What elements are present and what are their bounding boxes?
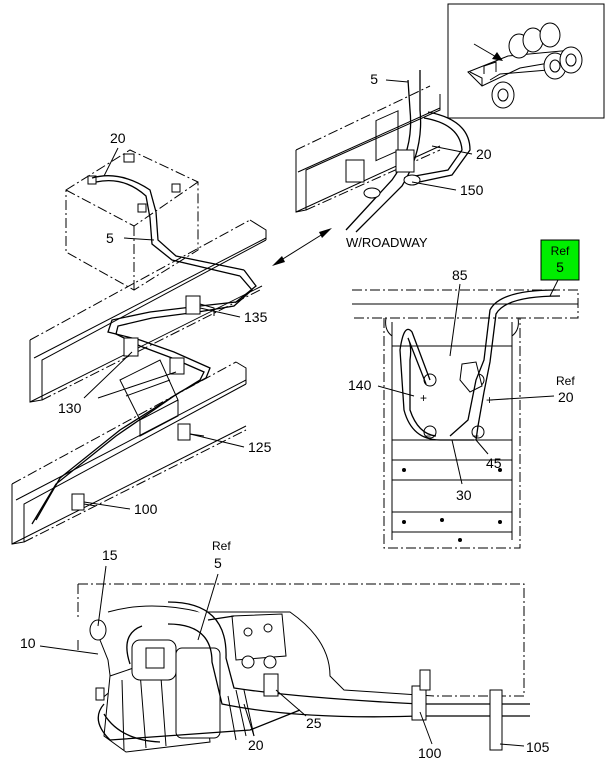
starter-detail (77, 583, 530, 753)
callout-labels: 5 20 150 W/ROADWAY 20 5 135 130 125 100 … (20, 71, 575, 761)
callout-125: 125 (248, 439, 272, 455)
svg-text:−: − (424, 429, 431, 443)
ref-20-label: Ref (556, 374, 575, 388)
callout-30: 30 (456, 487, 472, 503)
battery-box (65, 149, 245, 291)
svg-text:+: + (420, 391, 427, 405)
main-frame-rail (29, 219, 267, 403)
svg-text:−: − (472, 429, 479, 443)
callout-150: 150 (460, 182, 484, 198)
callout-20-battery: 20 (110, 130, 126, 146)
callout-130: 130 (58, 400, 82, 416)
callout-10: 10 (20, 635, 36, 651)
svg-text:+: + (486, 393, 493, 407)
location-arrow-icon (473, 43, 503, 61)
ref-20-value: 20 (558, 389, 574, 405)
highlight-ref-label: Ref (551, 244, 570, 258)
lower-frame-rail (11, 361, 247, 545)
callout-20-bottom: 20 (248, 737, 264, 753)
callout-45: 45 (486, 455, 502, 471)
highlight-ref-value: 5 (556, 259, 564, 275)
cross-member (119, 359, 179, 437)
frame-cables (31, 269, 257, 525)
callout-100-bottom: 100 (418, 745, 442, 761)
callout-105: 105 (526, 739, 550, 755)
highlighted-ref-5[interactable]: Ref 5 (540, 239, 580, 297)
callout-25: 25 (306, 715, 322, 731)
double-arrow-icon (272, 228, 332, 266)
callout-5-battery: 5 (106, 230, 114, 246)
callout-140: 140 (348, 377, 372, 393)
highlight-box[interactable] (540, 239, 580, 281)
callout-5-top: 5 (370, 71, 378, 87)
callout-20-top-right: 20 (476, 146, 492, 162)
ref-5-value: 5 (214, 555, 222, 571)
callout-135: 135 (244, 309, 268, 325)
ref-5-label: Ref (212, 539, 231, 553)
truck-location-inset (447, 3, 605, 119)
leader-lines (39, 79, 555, 747)
callout-100-frame: 100 (134, 501, 158, 517)
roadway-note: W/ROADWAY (346, 235, 428, 250)
callout-85: 85 (452, 267, 468, 283)
truck-location-icon (467, 22, 583, 109)
battery-tray-detail: + + − − (352, 289, 579, 549)
callout-15: 15 (102, 547, 118, 563)
upper-frame-rail (295, 70, 471, 233)
